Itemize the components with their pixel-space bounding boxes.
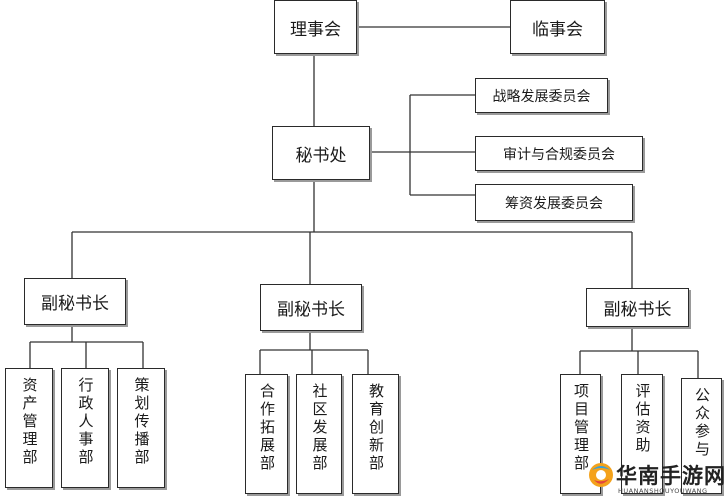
dept-education-innovation: 教育创新部: [352, 374, 399, 494]
secretariat-box: 秘书处: [272, 126, 370, 180]
watermark-text: 华南手游网: [616, 464, 725, 488]
watermark-logo-icon: [589, 463, 613, 487]
committee-strategy-box: 战略发展委员会: [475, 78, 608, 113]
deputy-secretary-general-1: 副秘书长: [24, 278, 126, 325]
dept-admin-hr: 行政人事部: [61, 368, 109, 488]
dept-asset-management: 资产管理部: [5, 368, 53, 488]
deputy-secretary-general-3: 副秘书长: [586, 288, 689, 327]
dept-evaluation-funding: 评估资助: [621, 374, 663, 494]
dept-community-development: 社区发展部: [296, 374, 342, 494]
supervisor-box: 临事会: [510, 0, 605, 54]
committee-fundraising-box: 筹资发展委员会: [475, 184, 633, 221]
dept-public-participation: 公众参与: [681, 378, 722, 494]
dept-partnership-expansion: 合作拓展部: [245, 374, 288, 494]
committee-audit-box: 审计与合规委员会: [475, 136, 643, 171]
watermark: 华南手游网 HUANANSHOUYOUWANG: [586, 458, 725, 498]
watermark-subtext: HUANANSHOUYOUWANG: [618, 487, 708, 495]
council-box: 理事会: [274, 0, 357, 54]
deputy-secretary-general-2: 副秘书长: [260, 284, 362, 331]
dept-planning-communication: 策划传播部: [117, 368, 165, 488]
